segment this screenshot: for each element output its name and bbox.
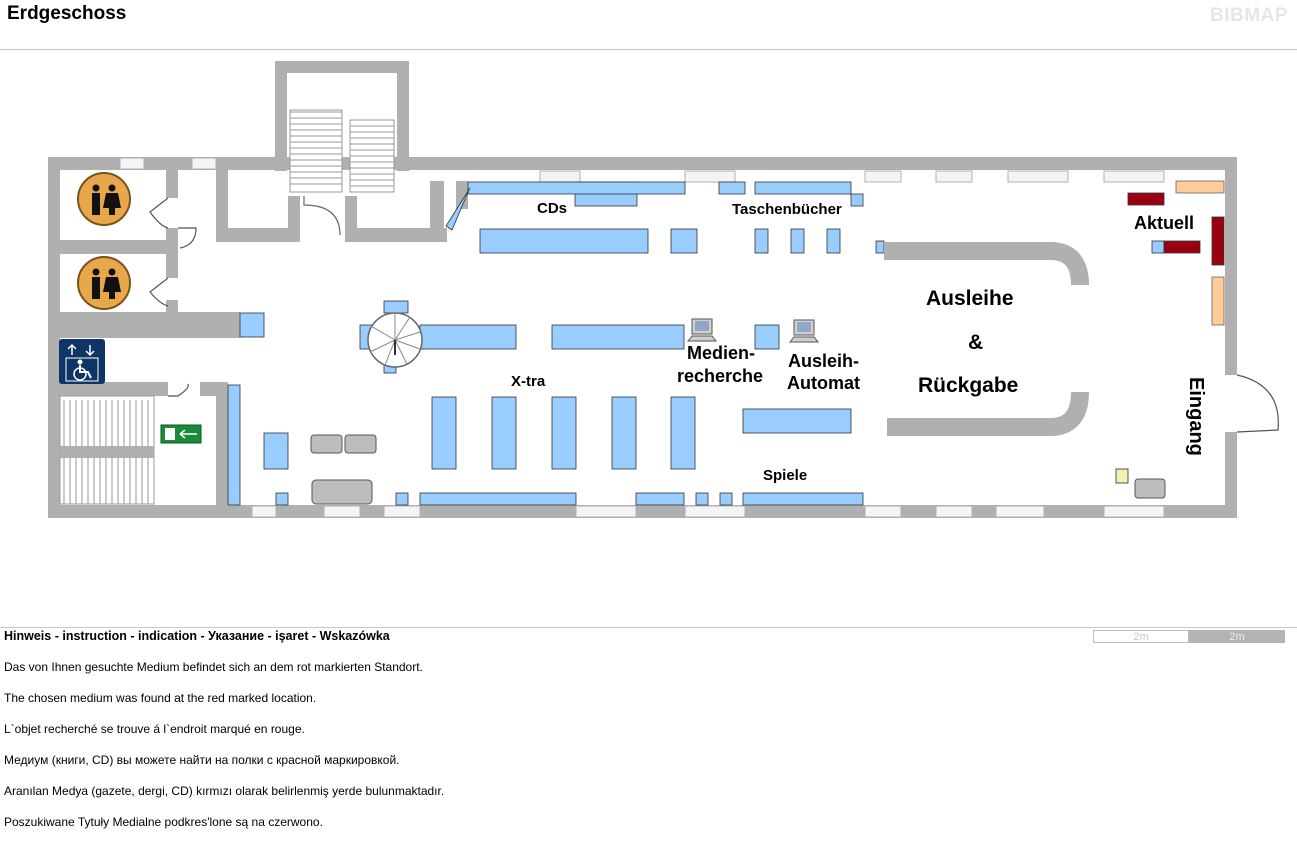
header-divider <box>0 49 1297 50</box>
hint-line-polish: Poszukiwane Tytuły Medialne podkres'lone… <box>4 815 323 829</box>
highlighted-shelves <box>1127 192 1225 266</box>
armchair-icon <box>1115 468 1166 499</box>
hint-divider <box>0 627 1297 628</box>
label-automat-2: Automat <box>787 373 860 393</box>
label-rueckgabe: Rückgabe <box>918 374 1018 397</box>
door-swings <box>149 197 1279 433</box>
floor-title: Erdgeschoss <box>7 3 127 24</box>
scale-segment-right: 2m <box>1189 630 1285 643</box>
label-xtra: X-tra <box>511 373 546 390</box>
label-ausleihe: Ausleihe <box>926 287 1014 310</box>
label-medien-1: Medien- <box>687 343 755 363</box>
hint-heading: Hinweis - instruction - indication - Ука… <box>4 629 390 643</box>
label-aktuell: Aktuell <box>1134 213 1194 233</box>
hint-line-french: L`objet recherché se trouve á l`endroit … <box>4 722 305 736</box>
wheelchair-elevator-icon <box>59 339 105 384</box>
emergency-exit-icon <box>160 424 202 444</box>
sofa-icon <box>310 434 377 505</box>
hint-line-english: The chosen medium was found at the red m… <box>4 691 317 705</box>
main-staircase <box>289 109 395 236</box>
restroom-icon <box>77 256 131 310</box>
restroom-icon <box>77 172 131 226</box>
computer-icon <box>686 318 718 342</box>
computer-icon <box>788 319 820 343</box>
label-medien-2: recherche <box>677 366 763 386</box>
emergency-stairwell <box>59 395 155 505</box>
hint-line-turkish: Aranılan Medya (gazete, dergi, CD) kırmı… <box>4 784 445 798</box>
scale-segment-left: 2m <box>1093 630 1189 643</box>
label-taschenbuecher: Taschenbücher <box>732 201 842 218</box>
brand-logo: BIBMAP <box>1210 5 1288 26</box>
label-cds: CDs <box>537 200 567 217</box>
hint-line-russian: Медиум (книги, CD) вы можете найти на по… <box>4 753 400 767</box>
service-counter <box>884 242 1089 436</box>
orange-shelves <box>1175 180 1225 326</box>
floor-plan: CDs Taschenbücher Aktuell Ausleihe & Rüc… <box>48 61 1279 518</box>
spiral-staircase-icon <box>367 312 423 368</box>
label-eingang: Eingang <box>1185 377 1207 456</box>
scale-bar: 2m 2m <box>1093 630 1285 643</box>
label-automat-1: Ausleih- <box>788 351 859 371</box>
inner-walls <box>60 170 468 505</box>
label-spiele: Spiele <box>763 467 807 484</box>
windows <box>119 157 1165 518</box>
hint-line-german: Das von Ihnen gesuchte Medium befindet s… <box>4 660 423 674</box>
label-ampersand: & <box>968 331 983 354</box>
